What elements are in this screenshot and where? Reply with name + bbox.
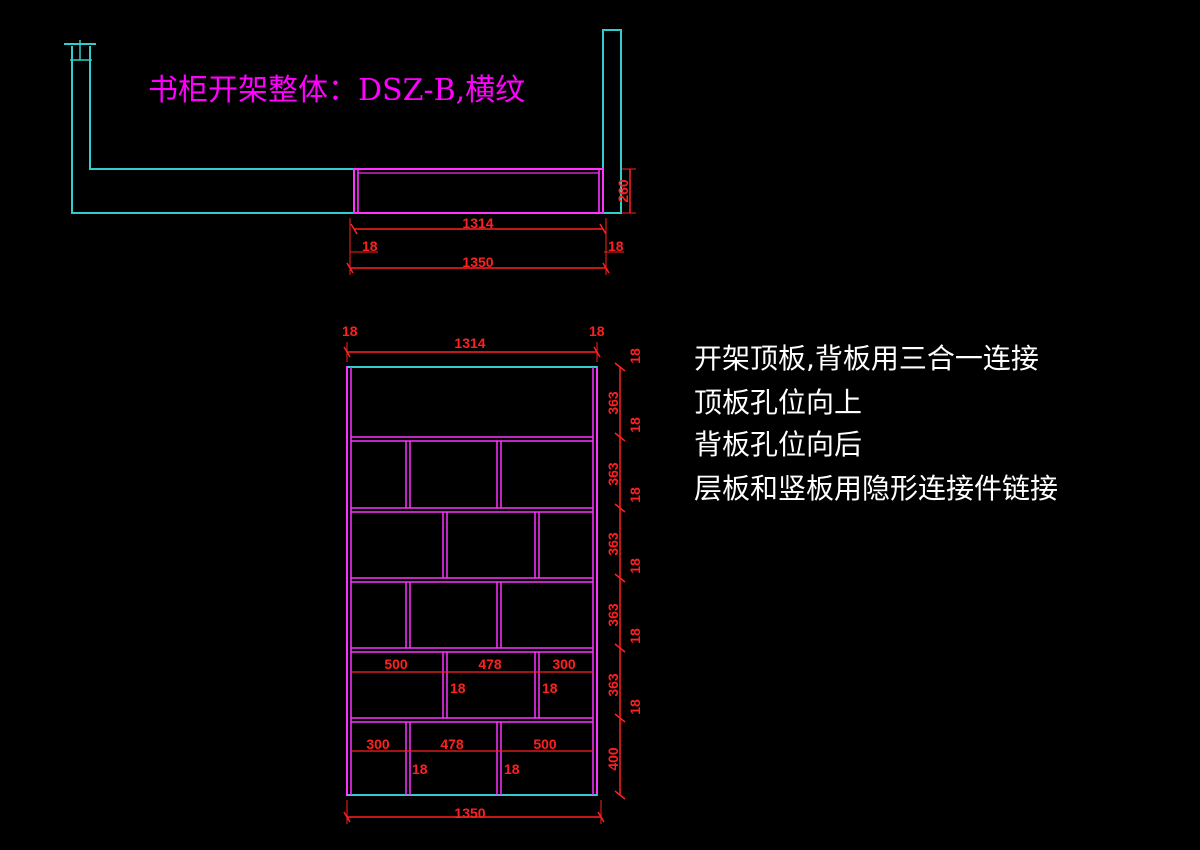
- elev-right-ticks: [614, 362, 626, 800]
- plan-cabinet-outline: [353, 168, 604, 214]
- plan-wall-left: [71, 46, 354, 214]
- elev-tick: [597, 811, 605, 823]
- plan-dim-side-right: 18: [608, 238, 624, 254]
- note-line-1: 开架顶板,背板用三合一连接: [694, 342, 1039, 375]
- elev-tick: [343, 811, 351, 823]
- plan-dim-inner-width: 1314: [462, 215, 493, 231]
- note-line-4: 层板和竖板用隐形连接件链接: [694, 472, 1058, 505]
- plan-dim-side-left: 18: [362, 238, 378, 254]
- elev-row5-width-2: 300: [552, 656, 576, 672]
- elevation-view: 1314 18 18 1350 18 363 18 363 18 363 18 …: [342, 323, 643, 824]
- elev-dim-top-right: 18: [589, 323, 605, 339]
- drawing-title: 书柜开架整体：DSZ-B,横纹: [148, 73, 525, 108]
- note-line-2: 顶板孔位向上: [694, 386, 862, 419]
- elev-dim-right-11: 400: [605, 747, 621, 771]
- elev-row6-width-2: 500: [533, 736, 557, 752]
- plan-tick: [599, 223, 607, 235]
- plan-cabinet-inner: [357, 172, 600, 214]
- plan-wall-left-inner: [89, 46, 354, 170]
- elev-outer-frame: [346, 366, 598, 796]
- elev-dim-top-width: 1314: [454, 335, 485, 351]
- elev-shelves: [351, 436, 593, 723]
- elev-dim-right-10: 18: [627, 699, 643, 715]
- notes-block: 开架顶板,背板用三合一连接 顶板孔位向上 背板孔位向后 层板和竖板用隐形连接件链…: [694, 342, 1058, 505]
- elev-row5-width-0: 500: [384, 656, 408, 672]
- elev-dim-right-7: 363: [605, 603, 621, 627]
- elev-dim-bottom-width: 1350: [454, 805, 485, 821]
- plan-tick: [346, 262, 354, 274]
- elev-row6-width-1: 478: [440, 736, 464, 752]
- elev-dividers: [405, 441, 540, 795]
- elev-row5-thick-0: 18: [450, 680, 466, 696]
- plan-tick: [602, 262, 610, 274]
- elev-dim-right-8: 18: [627, 628, 643, 644]
- plan-wall-right: [602, 29, 622, 214]
- elev-dim-right-9: 363: [605, 673, 621, 697]
- elev-row6-thick-0: 18: [412, 761, 428, 777]
- elev-dim-top-left: 18: [342, 323, 358, 339]
- elev-tick: [343, 346, 351, 358]
- plan-tick: [350, 223, 358, 235]
- elev-dim-right-4: 18: [627, 487, 643, 503]
- elev-row6-thick-1: 18: [504, 761, 520, 777]
- elev-dim-right-5: 363: [605, 532, 621, 556]
- elev-dim-right-6: 18: [627, 558, 643, 574]
- elev-dim-right-1: 363: [605, 391, 621, 415]
- elev-dim-right-0: 18: [627, 348, 643, 364]
- elev-dim-right-2: 18: [627, 417, 643, 433]
- elev-row5-width-1: 478: [478, 656, 502, 672]
- plan-dim-depth: 260: [615, 179, 631, 203]
- elev-dim-right-3: 363: [605, 462, 621, 486]
- plan-view: 1314 18 18 1350 260: [64, 29, 636, 275]
- elev-tick: [593, 346, 601, 358]
- note-line-3: 背板孔位向后: [694, 428, 862, 461]
- elev-row5-thick-1: 18: [542, 680, 558, 696]
- elev-row6-width-0: 300: [366, 736, 390, 752]
- plan-dim-outer-width: 1350: [462, 254, 493, 270]
